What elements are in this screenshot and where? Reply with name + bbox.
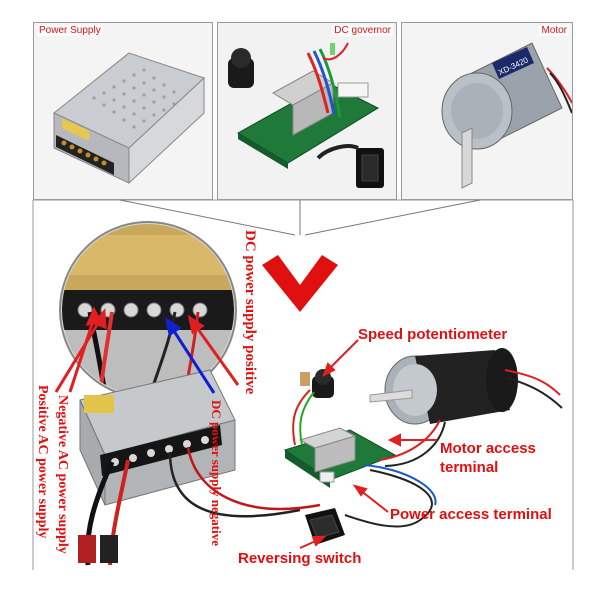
- dc-governor-label: DC governor: [332, 25, 393, 36]
- psu-terminal-block: [100, 425, 222, 476]
- motor-panel: Motor XD-3420: [401, 22, 573, 200]
- motor-label: Motor: [539, 25, 569, 36]
- label-dc-positive: DC power supply positive: [242, 230, 258, 395]
- motor-image: XD-3420: [441, 42, 572, 189]
- big-down-arrow: [262, 255, 338, 312]
- power-supply-panel: Power Supply: [33, 22, 213, 200]
- label-dc-negative: DC power supply negative: [209, 400, 224, 547]
- power-supply-label: Power Supply: [37, 25, 103, 36]
- motor-can: [415, 350, 510, 424]
- label-motor-access-line2: terminal: [440, 459, 499, 476]
- inset-arrow-blue: [164, 316, 216, 394]
- converge-line-right: [304, 199, 481, 236]
- callout-arrows: [299, 339, 437, 549]
- label-motor-access-line1: Motor access: [440, 440, 536, 457]
- dc-governor-image: [228, 42, 384, 188]
- motor-shaft: [369, 389, 413, 403]
- dc-governor-panel: DC governor: [217, 22, 397, 200]
- label-power-access-terminal: Power access terminal: [390, 506, 552, 523]
- label-ac-positive: Positive AC power supply: [35, 385, 50, 539]
- power-supply-image: [53, 52, 205, 185]
- converge-line-left: [119, 199, 296, 236]
- label-ac-negative: Negative AC power supply: [55, 395, 70, 554]
- inset-arrows-red: [54, 306, 240, 393]
- label-speed-potentiometer: Speed potentiometer: [358, 326, 508, 343]
- label-reversing-switch: Reversing switch: [238, 550, 362, 567]
